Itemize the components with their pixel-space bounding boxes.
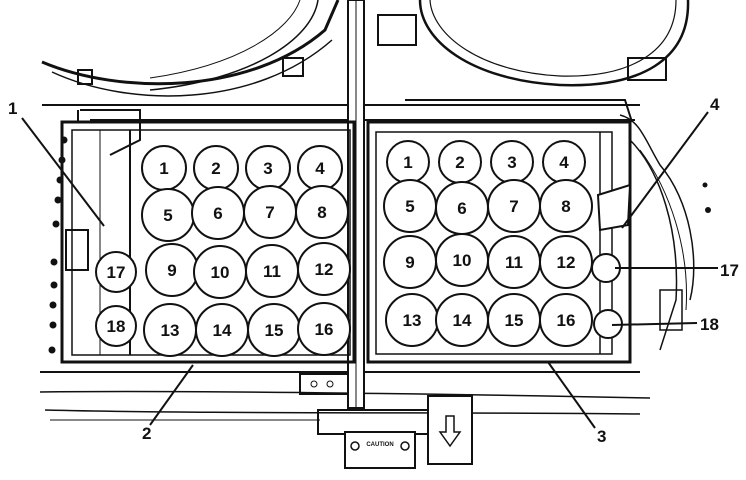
round-left-rack-3: 3 [245, 145, 291, 191]
round-right-rack-4: 4 [542, 140, 586, 184]
round-circle [539, 235, 593, 289]
round-left-rack-7: 7 [243, 185, 297, 239]
round-right-rack-7: 7 [487, 179, 541, 233]
round-left-rack-15: 15 [247, 303, 301, 357]
round-circle [95, 251, 137, 293]
round-right-rack-9: 9 [383, 235, 437, 289]
round-number: 8 [317, 203, 326, 222]
round-number: 4 [559, 153, 569, 172]
round-right-rack-10: 10 [435, 233, 489, 287]
round-number: 3 [263, 159, 272, 178]
round-number: 10 [453, 251, 472, 270]
round-number: 13 [161, 321, 180, 340]
round-left-rack-16: 16 [297, 302, 351, 356]
round-left-rack-6: 6 [191, 186, 245, 240]
round-left-rack-12: 12 [297, 242, 351, 296]
round-left-rack-14: 14 [195, 303, 249, 357]
round-number: 9 [167, 261, 176, 280]
round-number: 18 [107, 317, 126, 336]
round-left-rack-13: 13 [143, 303, 197, 357]
leader-line-2 [149, 364, 194, 426]
round-number: 14 [213, 321, 232, 340]
hull-structure [39, 0, 690, 421]
round-right-rack-16: 16 [539, 293, 593, 347]
round-number: 3 [507, 153, 516, 172]
round-left-rack-2: 2 [193, 145, 239, 191]
round-number: 1 [159, 159, 168, 178]
round-number: 8 [561, 197, 570, 216]
right-rack-frame [366, 99, 695, 364]
round-circle [539, 293, 593, 347]
round-number: 13 [403, 311, 422, 330]
round-right-rack-8: 8 [539, 179, 593, 233]
round-number: 7 [509, 197, 518, 216]
round-right-rack-13: 13 [385, 293, 439, 347]
round-number: 5 [405, 197, 414, 216]
round-number: 16 [557, 311, 576, 330]
round-number: 14 [453, 311, 472, 330]
round-right-rack-14: 14 [435, 293, 489, 347]
arrow-plate [427, 395, 473, 465]
bottom-fittings [299, 373, 473, 469]
callout-2: 2 [142, 424, 151, 443]
callout-1: 1 [8, 99, 17, 118]
round-number: 11 [263, 262, 281, 281]
round-circle [95, 305, 137, 347]
round-number: 6 [457, 199, 466, 218]
round-number: 2 [455, 153, 464, 172]
round-circle [297, 242, 351, 296]
round-left-rack-11: 11 [245, 244, 299, 298]
round-number: 16 [315, 320, 334, 339]
round-number: 7 [265, 203, 274, 222]
leader-line-1 [21, 117, 105, 227]
round-right-rack-11: 11 [487, 235, 541, 289]
round-left-rack-1: 1 [141, 145, 187, 191]
callout-4: 4 [710, 95, 720, 114]
round-right-rack-15: 15 [487, 293, 541, 347]
round-number: 12 [557, 253, 576, 272]
round-circle [295, 185, 349, 239]
round-left-rack-9: 9 [145, 243, 199, 297]
round-left-rack-17: 17 [95, 251, 137, 293]
leader-lines [21, 111, 718, 429]
round-number: 5 [163, 206, 172, 225]
round-right-rack-3: 3 [490, 140, 534, 184]
round-left-rack-5: 5 [141, 188, 195, 242]
round-circle [539, 179, 593, 233]
callout-3: 3 [597, 427, 606, 446]
round-right-rack-5: 5 [383, 179, 437, 233]
round-number: 2 [211, 159, 220, 178]
round-left-rack-18: 18 [95, 305, 137, 347]
round-number: 1 [403, 153, 412, 172]
round-number: 6 [213, 204, 222, 223]
round-number: 12 [315, 260, 334, 279]
caution-label: CAUTION [366, 442, 393, 448]
down-arrow-icon [438, 415, 462, 448]
round-number: 17 [107, 263, 126, 282]
round-circle [297, 302, 351, 356]
round-right-rack-12: 12 [539, 235, 593, 289]
leader-line-18 [611, 322, 698, 326]
callout-18: 18 [700, 315, 719, 334]
leader-line-4 [621, 111, 709, 229]
round-number: 4 [315, 159, 325, 178]
round-right-rack-1: 1 [386, 140, 430, 184]
round-right-rack-2: 2 [438, 140, 482, 184]
round-left-rack-10: 10 [193, 245, 247, 299]
round-number: 15 [505, 311, 524, 330]
round-number: 10 [211, 263, 230, 282]
round-number: 11 [505, 253, 523, 272]
leader-line-3 [547, 361, 596, 429]
round-number: 9 [405, 253, 414, 272]
round-left-rack-8: 8 [295, 185, 349, 239]
round-left-rack-4: 4 [297, 145, 343, 191]
round-right-rack-6: 6 [435, 181, 489, 235]
callout-17: 17 [720, 261, 739, 280]
round-number: 15 [265, 321, 284, 340]
